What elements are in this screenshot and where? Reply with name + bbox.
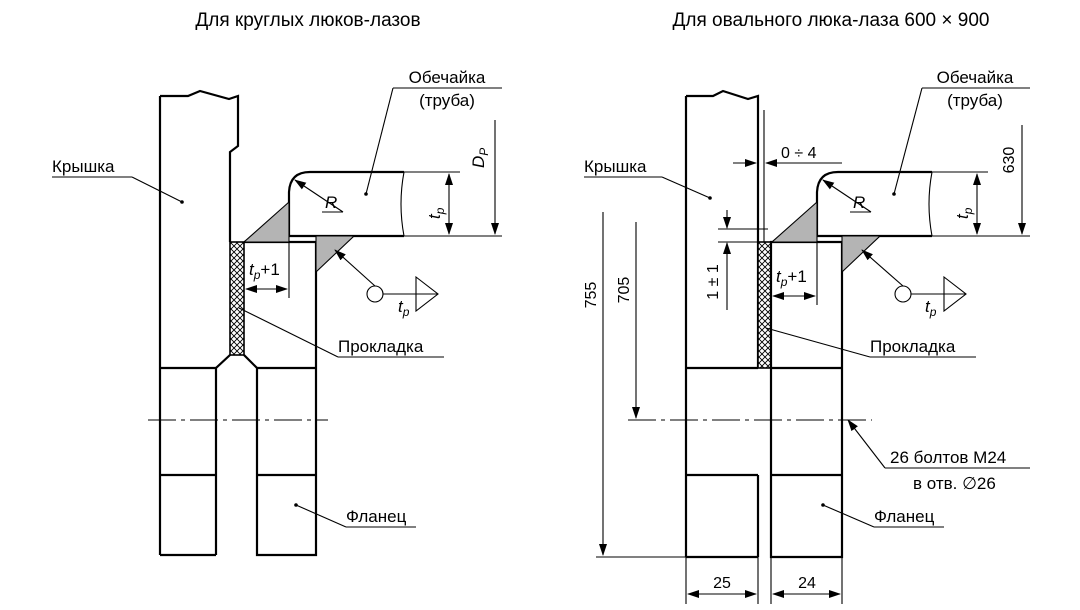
left-gasket-label: Прокладка — [338, 337, 424, 356]
left-inner-weld — [242, 200, 290, 243]
left-tp1-sub: p — [253, 268, 261, 282]
right-shell-outline — [815, 170, 932, 238]
left-shell-outline — [287, 170, 404, 238]
right-outer-weld — [841, 235, 882, 274]
right-inner-weld — [770, 200, 818, 243]
svg-text:tp: tp — [425, 207, 447, 219]
dim-755: 755 — [583, 282, 600, 309]
right-flange-label: Фланец — [874, 507, 935, 526]
svg-text:DP: DP — [469, 148, 491, 168]
svg-text:tp+1: tp+1 — [776, 267, 807, 289]
right-tp-symbol: t — [953, 213, 972, 219]
right-cover-label: Крышка — [584, 157, 647, 176]
left-radius-label: R — [325, 193, 337, 212]
right-gasket — [757, 241, 772, 369]
left-weld-tp-sub: p — [402, 305, 410, 319]
left-weld-tp-symbol: t — [398, 297, 404, 316]
right-gasket-label: Прокладка — [870, 337, 956, 356]
title-right: Для овального люка-лаза 600 × 900 — [673, 10, 990, 31]
left-cover-outline — [158, 89, 240, 475]
right-weld-tp-symbol: t — [925, 297, 931, 316]
svg-text:tp: tp — [925, 297, 937, 319]
left-view: R Обечайка (труба) tp DP tp+1 tp Крышка — [52, 68, 502, 557]
right-weld-tp-sub: p — [929, 305, 937, 319]
right-tp1-symbol: t — [776, 267, 782, 286]
left-flange-label: Фланец — [346, 507, 407, 526]
right-cover-outline — [684, 89, 760, 559]
left-weld-circle — [366, 285, 384, 303]
right-view: R Обечайка (труба) tp 630 0 ÷ 4 tp+1 1 ±… — [583, 68, 1030, 604]
left-dp-sub: P — [477, 148, 491, 156]
right-tp1-sub: p — [780, 275, 788, 289]
right-shell-label: Обечайка — [937, 68, 1014, 87]
dim-705: 705 — [616, 277, 633, 304]
svg-text:tp: tp — [953, 207, 975, 219]
right-shell-label-2: (труба) — [947, 91, 1003, 110]
right-tp1-plus: +1 — [787, 267, 806, 286]
right-tp-sub: p — [961, 207, 975, 215]
title-left: Для круглых люков-лазов — [195, 10, 420, 31]
left-tp1-symbol: t — [249, 260, 255, 279]
left-tp-sub: p — [433, 207, 447, 215]
right-radius-label: R — [853, 193, 865, 212]
left-outer-weld — [315, 235, 356, 274]
left-dp-symbol: D — [469, 156, 488, 168]
left-shell-label: Обечайка — [409, 68, 486, 87]
dim-630: 630 — [1001, 147, 1018, 174]
right-flange-outline — [769, 240, 844, 559]
left-tp1-plus: +1 — [260, 260, 279, 279]
left-cover-label: Крышка — [52, 157, 115, 176]
left-tp-symbol: t — [425, 213, 444, 219]
left-shell-label-2: (труба) — [419, 91, 475, 110]
svg-text:tp+1: tp+1 — [249, 260, 280, 282]
dim-24: 24 — [798, 575, 816, 592]
left-gasket — [229, 241, 245, 356]
bolts-label-2: в отв. ∅26 — [913, 474, 996, 493]
bolts-label: 26 болтов М24 — [890, 448, 1006, 467]
dim-25: 25 — [713, 575, 731, 592]
dim-gap: 0 ÷ 4 — [781, 145, 817, 162]
left-flange-outline — [243, 240, 318, 557]
right-weld-circle — [894, 285, 912, 303]
svg-text:tp: tp — [398, 297, 410, 319]
dim-1pm1: 1 ± 1 — [705, 264, 722, 300]
